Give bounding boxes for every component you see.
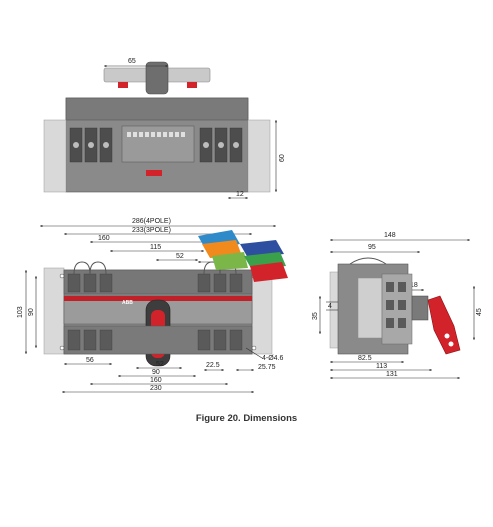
- dim-18: 18: [410, 282, 418, 289]
- dim-90-bottom: 90: [152, 369, 160, 376]
- color-swirl-logo: [198, 230, 288, 282]
- dim-56: 56: [86, 357, 94, 364]
- dim-top-height: 60: [279, 154, 286, 162]
- dim-160-bottom: 160: [150, 377, 162, 384]
- dim-3pole: 233(3POLE): [132, 227, 171, 234]
- dim-103: 103: [17, 306, 24, 318]
- dim-95: 95: [368, 244, 376, 251]
- dim-top-handle-width: 65: [128, 58, 136, 65]
- dim-82-5: 82.5: [358, 355, 372, 362]
- front-view: 286(4POLE) 233(3POLE) 160 115 52 58: [17, 218, 288, 394]
- dim-hole: 4-Ø4.6: [262, 355, 284, 362]
- abb-logo: ABB: [122, 300, 133, 306]
- dim-131: 131: [386, 371, 398, 378]
- dim-45: 45: [476, 308, 483, 316]
- dim-115: 115: [150, 244, 161, 251]
- dim-113: 113: [376, 363, 387, 370]
- dim-160-top: 160: [98, 235, 110, 242]
- dim-4: 4: [328, 303, 332, 310]
- top-view: 65 60 12: [43, 58, 286, 200]
- side-view: 148 95 18 35 4 45 82.5 113: [312, 232, 483, 380]
- figure-caption: Figure 20. Dimensions: [195, 413, 298, 424]
- dim-22-5: 22.5: [206, 362, 220, 369]
- dim-35: 35: [312, 312, 319, 320]
- dim-52-bottom: 52: [156, 361, 164, 368]
- dim-90-left: 90: [28, 308, 35, 316]
- dim-4pole: 286(4POLE): [132, 218, 171, 225]
- dim-25-75: 25.75: [258, 364, 276, 371]
- dim-top-offset: 12: [236, 191, 244, 198]
- dim-148: 148: [384, 232, 396, 239]
- dim-52-top: 52: [176, 253, 184, 260]
- side-handle: [427, 295, 461, 355]
- dim-230: 230: [150, 385, 162, 392]
- top-handle-knob: [145, 61, 169, 95]
